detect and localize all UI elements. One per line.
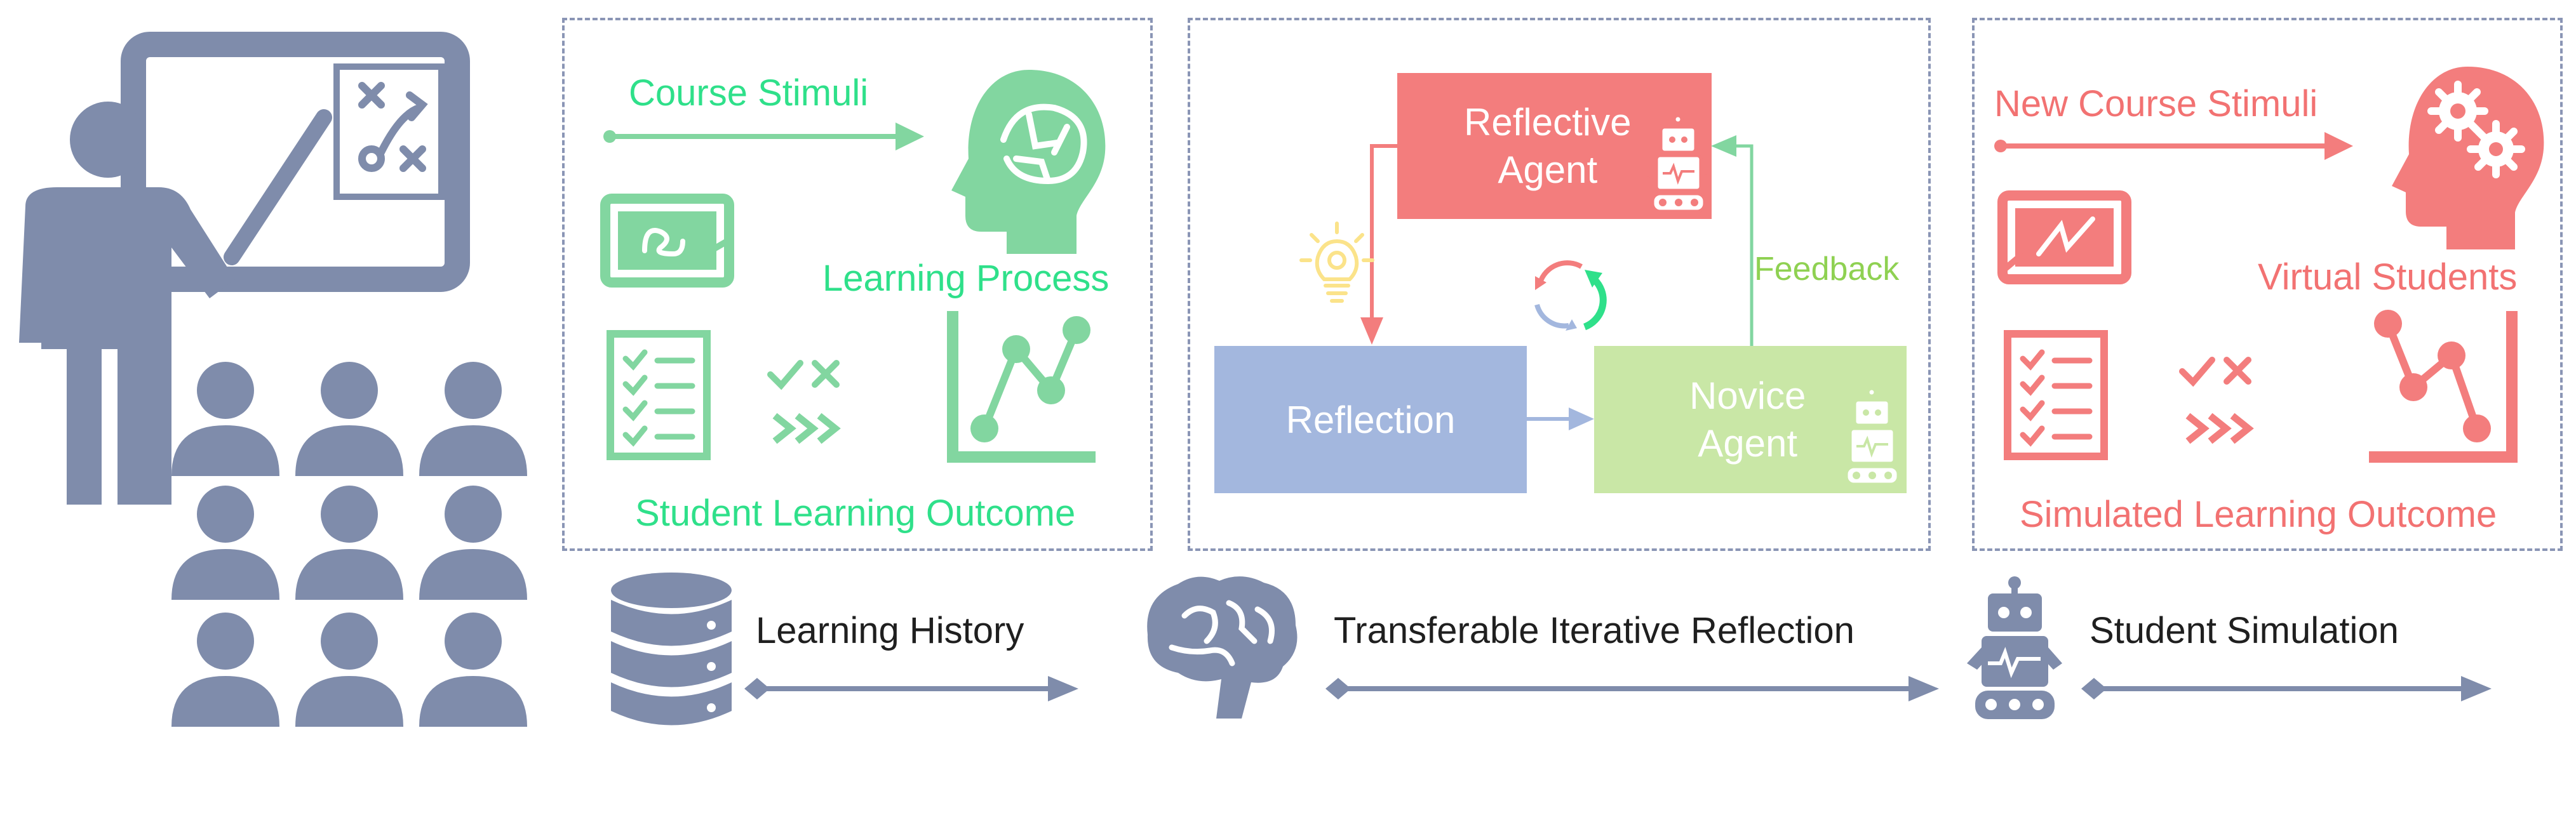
course-stimuli-label: Course Stimuli bbox=[629, 72, 869, 114]
robot-icon bbox=[1838, 387, 1905, 486]
learning-process-label: Learning Process bbox=[822, 258, 1110, 299]
robot-icon bbox=[1967, 576, 2062, 719]
panel-learning-history bbox=[562, 18, 1153, 551]
checklist-icon bbox=[607, 330, 711, 460]
reflection-box: Reflection bbox=[1214, 346, 1527, 493]
check-cross-icon bbox=[767, 360, 840, 390]
virtual-students-label: Virtual Students bbox=[2258, 256, 2518, 298]
panel-student-simulation bbox=[1972, 18, 2563, 551]
reflective-agent-label: Reflective Agent bbox=[1464, 101, 1632, 191]
check-cross-icon bbox=[2179, 357, 2251, 387]
chevrons-icon bbox=[772, 413, 841, 444]
checklist-icon bbox=[2004, 330, 2108, 460]
learning-history-label: Learning History bbox=[756, 610, 1024, 651]
novice-to-reflective-arrow bbox=[1711, 135, 1754, 346]
brain-head-icon bbox=[951, 70, 1106, 254]
reflection-label: Reflection bbox=[1285, 398, 1456, 441]
stimuli-arrow bbox=[603, 123, 924, 150]
learning-history-arrow bbox=[744, 676, 1078, 701]
chalkboard-icon bbox=[1997, 190, 2131, 284]
line-chart-icon bbox=[947, 311, 1096, 463]
transferable-iterative-reflection-label: Transferable Iterative Reflection bbox=[1334, 610, 1855, 651]
gears-head-icon bbox=[2392, 67, 2544, 249]
new-stimuli-arrow bbox=[1994, 132, 2353, 160]
student-learning-outcome-label: Student Learning Outcome bbox=[635, 493, 1076, 534]
novice-agent-label: Novice Agent bbox=[1689, 374, 1806, 465]
new-course-stimuli-label: New Course Stimuli bbox=[1994, 83, 2318, 124]
chevrons-icon bbox=[2185, 413, 2254, 444]
brain-icon bbox=[1147, 576, 1298, 719]
reflective-to-reflection-arrow bbox=[1360, 144, 1397, 345]
student-simulation-label: Student Simulation bbox=[2090, 610, 2399, 651]
panel-iterative-reflection bbox=[1188, 18, 1931, 551]
simulation-timeline-arrow bbox=[2081, 676, 2492, 701]
students-icon bbox=[171, 362, 527, 727]
feedback-label: Feedback bbox=[1754, 251, 1900, 288]
chalkboard-icon bbox=[600, 194, 734, 288]
reflection-to-novice-arrow bbox=[1527, 408, 1594, 430]
lightbulb-icon bbox=[1299, 222, 1374, 303]
robot-icon bbox=[1644, 114, 1711, 213]
cycle-icon bbox=[1534, 260, 1607, 331]
database-icon bbox=[611, 573, 732, 726]
reflection-timeline-arrow bbox=[1325, 676, 1939, 701]
simulated-learning-outcome-label: Simulated Learning Outcome bbox=[2020, 494, 2497, 535]
teacher-icon bbox=[19, 32, 470, 505]
line-chart-icon bbox=[2369, 310, 2518, 463]
